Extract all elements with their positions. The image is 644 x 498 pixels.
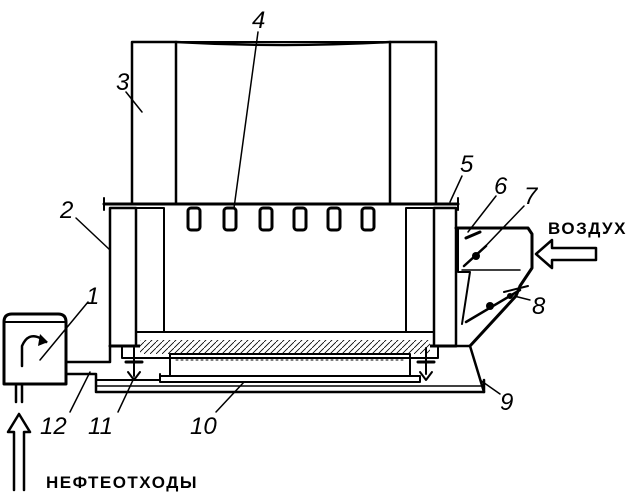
burner-5 bbox=[326, 206, 342, 232]
damper-8-pivot-2 bbox=[507, 293, 513, 299]
leader-8 bbox=[513, 295, 531, 301]
leader-2 bbox=[75, 217, 111, 251]
leader-4 bbox=[233, 31, 259, 209]
lower-chamber bbox=[121, 340, 439, 383]
label-3: 3 bbox=[116, 69, 130, 96]
air-arrow-icon bbox=[534, 238, 598, 270]
leader-10 bbox=[215, 381, 245, 413]
label-4: 4 bbox=[252, 7, 265, 34]
burner-3 bbox=[258, 206, 274, 232]
damper-8-arm bbox=[503, 285, 529, 293]
pipe-feed bbox=[95, 373, 161, 381]
leader-lines bbox=[39, 31, 531, 413]
waste-arrow-icon bbox=[6, 412, 32, 492]
lower-left-lining bbox=[135, 207, 165, 333]
label-9: 9 bbox=[500, 389, 513, 416]
label-1: 1 bbox=[86, 283, 99, 310]
air-inner-wall bbox=[457, 227, 471, 325]
label-12: 12 bbox=[40, 413, 67, 440]
caption-waste: НЕФТЕОТХОДЫ bbox=[46, 473, 198, 492]
damper-upper-blade bbox=[464, 230, 482, 240]
upper-left-lining bbox=[130, 40, 178, 206]
air-duct bbox=[454, 226, 534, 394]
leader-9 bbox=[479, 379, 501, 395]
burner-4 bbox=[292, 206, 308, 232]
body-right-wall bbox=[432, 206, 458, 348]
upper-right-lining bbox=[388, 40, 438, 206]
air-channel-9 bbox=[454, 344, 486, 394]
callout-labels: 3 4 2 5 6 7 8 9 1 12 11 10 bbox=[40, 7, 546, 440]
leader-5 bbox=[449, 175, 463, 203]
waste-tank bbox=[2, 312, 68, 404]
tank-body bbox=[2, 312, 68, 386]
label-5: 5 bbox=[460, 151, 474, 178]
label-7: 7 bbox=[524, 183, 539, 210]
burner-2 bbox=[222, 206, 238, 232]
burner-row bbox=[186, 206, 376, 232]
burner-6 bbox=[360, 206, 376, 232]
fuel-layer bbox=[140, 340, 430, 354]
grid-base bbox=[159, 375, 421, 383]
leader-12 bbox=[69, 371, 91, 413]
leader-7 bbox=[475, 205, 525, 257]
label-8: 8 bbox=[532, 293, 546, 320]
label-11: 11 bbox=[88, 413, 113, 440]
label-2: 2 bbox=[59, 197, 73, 224]
pump-arrow-head-icon bbox=[38, 334, 48, 346]
leader-3 bbox=[125, 91, 143, 113]
label-6: 6 bbox=[494, 173, 508, 200]
label-10: 10 bbox=[190, 413, 217, 440]
upper-chamber bbox=[130, 40, 438, 206]
leader-6 bbox=[467, 195, 497, 233]
lower-right-lining bbox=[405, 207, 435, 333]
pipe-12-lower bbox=[64, 372, 486, 394]
lower-chamber-top bbox=[121, 345, 439, 359]
furnace-body bbox=[102, 197, 460, 348]
right-support-nozzle bbox=[419, 371, 433, 381]
body-left-wall bbox=[108, 206, 138, 348]
leader-11 bbox=[117, 377, 135, 413]
upper-chamber-top bbox=[174, 40, 392, 47]
burner-1 bbox=[186, 206, 202, 232]
waste-inlet-arrow bbox=[6, 412, 32, 492]
caption-air: ВОЗДУХ bbox=[548, 219, 627, 238]
pipe-12-upper bbox=[64, 344, 112, 364]
air-inlet-arrow bbox=[534, 238, 598, 270]
leader-1 bbox=[39, 301, 89, 361]
piping bbox=[64, 344, 486, 394]
damper-8-pivot bbox=[486, 302, 494, 310]
